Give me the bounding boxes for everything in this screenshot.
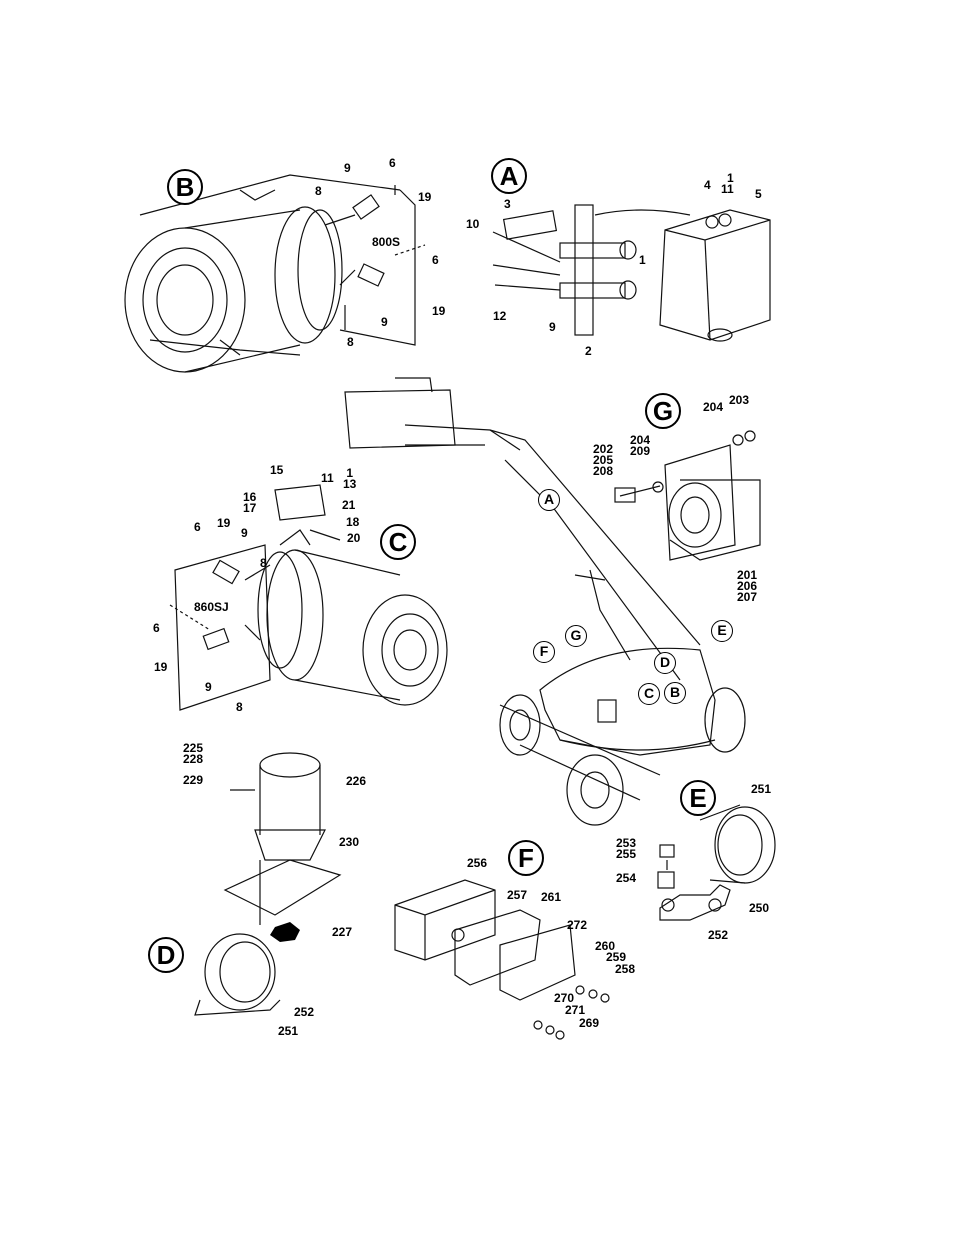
label-b-8-bottom: 8 [347,335,354,349]
label-g-202-205-208: 202 205 208 [593,442,614,478]
label-c-6-left: 6 [153,621,160,635]
view-callout-a: A [491,158,527,194]
view-d-drawing [194,752,342,1016]
machine-callout-b: B [664,682,686,704]
label-c-19-top: 19 [217,516,231,530]
label-c-8-top: 8 [260,556,267,570]
machine-callout-c: C [638,683,660,705]
label-a-10: 10 [466,217,480,231]
label-g-204-209: 204 209 [630,433,651,458]
label-f-269: 269 [579,1016,600,1030]
label-a-12: 12 [493,309,507,323]
label-a-3: 3 [504,197,511,211]
label-b-6-right: 6 [432,253,439,267]
label-c-21: 21 [342,498,356,512]
label-f-272: 272 [567,918,588,932]
view-c-drawing [169,484,448,711]
label-f-259: 259 [606,950,627,964]
machine-callout-d: D [654,652,676,674]
label-c-20: 20 [347,531,361,545]
label-c-6-top: 6 [194,520,201,534]
label-d-225-228: 225 228 [183,741,204,766]
label-b-19-top: 19 [418,190,432,204]
view-a-drawing [492,204,771,342]
label-c-860sj: 860SJ [194,600,229,614]
label-f-261: 261 [541,890,562,904]
view-g-drawing [614,430,761,561]
label-a-9: 9 [549,320,556,334]
label-e-253-255: 253 255 [616,836,637,861]
view-callout-e: E [680,780,716,816]
label-a-1-11: 1 11 [721,171,734,196]
label-c-18: 18 [346,515,360,529]
machine-callout-a: A [538,489,560,511]
label-f-271: 271 [565,1003,586,1017]
machine-callout-e: E [711,620,733,642]
label-d-226: 226 [346,774,367,788]
label-e-252: 252 [708,928,729,942]
label-f-256: 256 [467,856,488,870]
label-b-800s: 800S [372,235,401,249]
machine-callout-g: G [565,625,587,647]
view-callout-g: G [645,393,681,429]
label-f-258: 258 [615,962,636,976]
view-callout-c: C [380,524,416,560]
label-b-9-bottom: 9 [381,315,388,329]
label-c-19-bottom: 19 [154,660,168,674]
label-d-229: 229 [183,773,204,787]
view-callout-d: D [148,937,184,973]
label-a-1-right: 1 [639,253,646,267]
label-c-9-bottom: 9 [205,680,212,694]
label-d-252: 252 [294,1005,315,1019]
label-a-5: 5 [755,187,762,201]
label-b-9: 9 [344,161,351,175]
view-f-drawing [394,879,610,1040]
label-c-16-17: 16 17 [243,490,257,515]
label-c-9: 9 [241,526,248,540]
label-e-250: 250 [749,901,770,915]
label-c-1-13: 1 13 [343,466,357,491]
view-callout-f: F [508,840,544,876]
label-c-11: 11 [321,471,334,485]
machine-callout-f: F [533,641,555,663]
label-d-251: 251 [278,1024,299,1038]
label-d-230: 230 [339,835,360,849]
label-b-19-bottom: 19 [432,304,446,318]
boom-lift-drawing [344,377,746,826]
label-f-257: 257 [507,888,528,902]
label-g-204-top: 204 [703,400,724,414]
label-g-201-206-207: 201 206 207 [737,568,758,604]
label-f-270: 270 [554,991,575,1005]
label-c-15: 15 [270,463,284,477]
label-d-227: 227 [332,925,353,939]
label-c-8-bottom: 8 [236,700,243,714]
label-b-8-top: 8 [315,184,322,198]
label-a-4: 4 [704,178,711,192]
label-f-260: 260 [595,939,616,953]
label-g-203: 203 [729,393,750,407]
label-e-251: 251 [751,782,772,796]
view-b-drawing [124,174,426,373]
label-e-254: 254 [616,871,637,885]
label-b-6-top: 6 [389,156,396,170]
label-a-2: 2 [585,344,592,358]
view-e-drawing [657,804,776,921]
view-callout-b: B [167,169,203,205]
